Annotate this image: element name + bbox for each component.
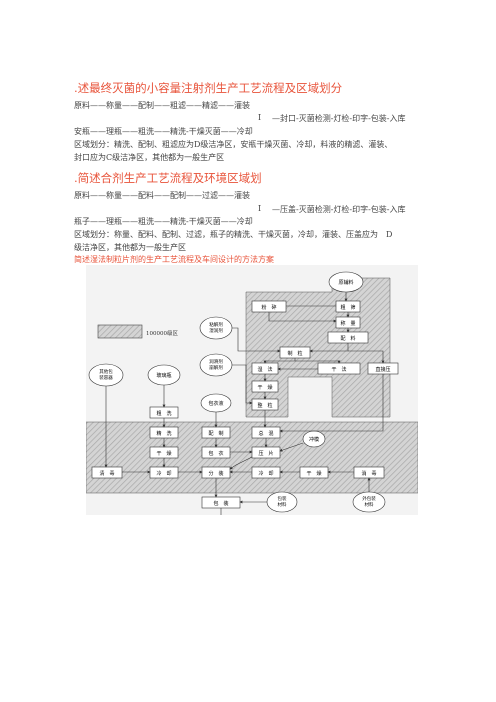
- svg-text:整 粒: 整 粒: [257, 402, 272, 409]
- node-sanitize: 清 毒: [91, 466, 123, 479]
- node-punch-die: 冲模: [302, 430, 326, 448]
- node-coating: 包 衣: [201, 446, 231, 459]
- svg-text:外包装: 外包装: [362, 495, 376, 502]
- svg-text:玻璃瓶: 玻璃瓶: [156, 372, 171, 379]
- node-rough-wash: 粗 洗: [149, 406, 179, 419]
- svg-text:材料: 材料: [365, 501, 374, 508]
- section-3-title: 简述湿法制粒片剂的生产工艺流程及车间设计的方法方案: [74, 255, 274, 264]
- svg-text:干 燥: 干 燥: [306, 470, 321, 477]
- node-tablet-press: 压 片: [251, 446, 281, 459]
- svg-text:干 燥: 干 燥: [156, 450, 171, 457]
- node-sizing: 整 粒: [251, 398, 279, 411]
- svg-text:湿 法: 湿 法: [257, 366, 272, 373]
- section-2-flow-continuation: —压盖-灭菌检测-灯检-印字-包装-入库: [272, 205, 406, 214]
- node-drying: 干 燥: [251, 380, 279, 393]
- node-cool-2: 冷 却: [251, 466, 281, 479]
- node-package: 包 装: [201, 496, 241, 509]
- section-2-flow-line-2: 瓶子——理瓶——粗洗——精洗-干燥灭菌——冷却: [74, 217, 253, 226]
- svg-text:湿润剂: 湿润剂: [209, 327, 223, 334]
- node-direct-compress: 直接压: [367, 362, 399, 375]
- section-1-flow-line-2: 安瓶——理瓶——粗洗——精洗-干燥灭菌——冷却: [74, 127, 253, 136]
- section-2-zone-line-1: 区域划分：称量、配料、配制、过滤，瓶子的精洗、干燥灭菌，冷却，灌装、压盖应为 D: [74, 230, 393, 239]
- node-binder: 粘解剂 湿润剂: [199, 316, 233, 340]
- svg-text:总 混: 总 混: [258, 430, 273, 437]
- node-dry-3: 干 燥: [299, 466, 329, 479]
- svg-text:装容器: 装容器: [99, 374, 113, 381]
- node-packaging-material: 包装 材料: [266, 491, 298, 513]
- svg-text:干 法: 干 法: [331, 366, 346, 373]
- svg-text:配 料: 配 料: [340, 335, 355, 342]
- svg-text:精 洗: 精 洗: [156, 430, 171, 437]
- legend-label: 100000级区: [146, 329, 178, 337]
- svg-text:包衣液: 包衣液: [208, 400, 223, 407]
- node-disinfect: 消 毒: [353, 466, 385, 479]
- svg-text:清 毒: 清 毒: [99, 470, 114, 477]
- node-mix: 配 料: [327, 331, 369, 344]
- svg-text:制 粒: 制 粒: [287, 350, 302, 357]
- svg-text:粗 筛: 粗 筛: [340, 304, 355, 311]
- svg-text:称 量: 称 量: [340, 320, 355, 327]
- svg-text:冷 却: 冷 却: [156, 470, 171, 477]
- section-2-branch-bar: I: [258, 204, 262, 213]
- svg-text:润滑剂: 润滑剂: [209, 358, 223, 365]
- node-fill: 分 装: [201, 466, 231, 479]
- svg-text:配 制: 配 制: [208, 430, 223, 437]
- svg-text:干 燥: 干 燥: [257, 384, 272, 391]
- node-fine-wash: 精 洗: [149, 426, 179, 439]
- svg-text:压 片: 压 片: [258, 450, 273, 457]
- node-dry-bottle: 干 燥: [149, 446, 179, 459]
- svg-text:直接压: 直接压: [375, 366, 390, 373]
- node-cool: 冷 却: [149, 466, 179, 479]
- node-final-mix: 总 混: [251, 426, 281, 439]
- node-lubricant: 润滑剂 崩解剂: [199, 353, 233, 377]
- section-2-flow-line-1: 原料——称量——配料——配制——过滤——灌装: [74, 191, 250, 200]
- node-coarse-sieve: 粗 筛: [335, 300, 361, 313]
- section-1-branch-bar: I: [258, 113, 262, 122]
- node-weigh: 称 量: [335, 316, 361, 329]
- svg-text:粘解剂: 粘解剂: [209, 321, 223, 328]
- svg-text:冲模: 冲模: [309, 436, 319, 443]
- section-1-flow-continuation: —封口-灭菌检测-灯检-印字-包装-入库: [272, 114, 406, 123]
- svg-text:原辅料: 原辅料: [338, 279, 353, 286]
- node-granulate: 制 粒: [279, 346, 311, 359]
- diagram-connectors: [104, 292, 385, 515]
- svg-text:包 衣: 包 衣: [208, 450, 223, 457]
- section-1-zone-line-2: 封口应为C级洁净区，其他都为一般生产区: [74, 153, 225, 162]
- svg-text:其他包: 其他包: [99, 368, 113, 375]
- node-dry-method: 干 法: [317, 362, 361, 375]
- node-prepare: 配 制: [201, 426, 231, 439]
- svg-text:粗 洗: 粗 洗: [156, 410, 171, 417]
- svg-text:包装: 包装: [278, 495, 287, 502]
- tablet-process-flow-diagram: 100000级区 原辅料 粉 碎 粗 筛 称 量 配 料 粘解剂 湿润剂: [86, 265, 418, 515]
- section-1-zone-line-1: 区域划分：精洗、配制、粗滤应为D级洁净区，安瓶干燥灭菌、冷却，料液的精滤、灌装、: [74, 140, 393, 149]
- node-raw-material: 原辅料: [328, 271, 364, 293]
- section-2-title: .简述合剂生产工艺流程及环境区域划: [74, 171, 262, 185]
- node-wet-method: 湿 法: [251, 362, 279, 375]
- legend-swatch: [97, 324, 143, 339]
- svg-text:分 装: 分 装: [208, 470, 223, 477]
- svg-text:粉 碎: 粉 碎: [261, 304, 276, 311]
- node-coating-liquid: 包衣液: [200, 393, 232, 413]
- section-1-title: .述最终灭菌的小容量注射剂生产工艺流程及区域划分: [74, 81, 343, 95]
- section-1-flow-line-1: 原料——称量——配制——粗滤——精滤——灌装: [74, 101, 250, 110]
- svg-text:崩解剂: 崩解剂: [209, 364, 223, 371]
- svg-text:包 装: 包 装: [213, 500, 228, 507]
- node-glass-bottle: 玻璃瓶: [147, 364, 181, 386]
- svg-text:消 毒: 消 毒: [361, 470, 376, 477]
- node-outer-packaging-material: 外包装 材料: [352, 491, 386, 513]
- svg-text:冷 却: 冷 却: [258, 470, 273, 477]
- node-crush: 粉 碎: [251, 300, 287, 313]
- svg-text:材料: 材料: [278, 501, 287, 508]
- section-2-zone-line-2: 级洁净区，其他都为一般生产区: [74, 243, 186, 252]
- node-other-packaging: 其他包 装容器: [88, 363, 124, 387]
